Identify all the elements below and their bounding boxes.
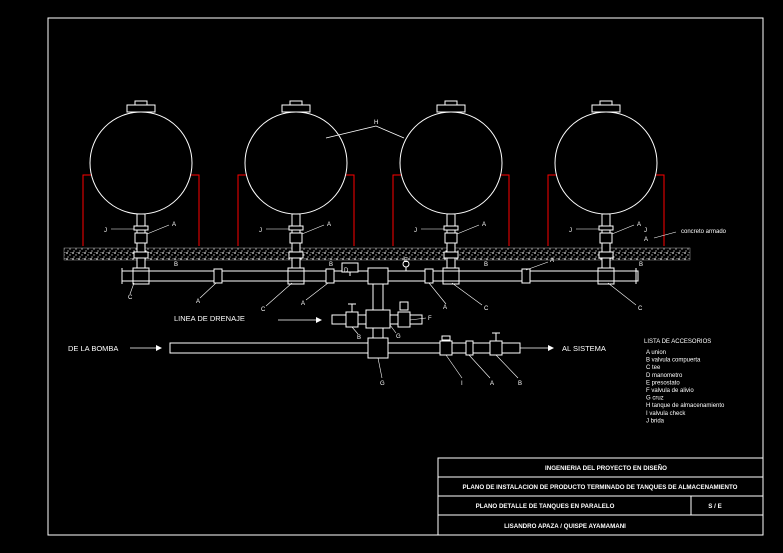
union-label: A: [550, 258, 554, 264]
from-pump-label: DE LA BOMBA: [68, 344, 118, 353]
drain-valve-left: [345, 303, 359, 328]
tank-top-flange: [436, 104, 466, 113]
tank-group-label: H: [374, 120, 378, 126]
supply-gate-valve: [489, 332, 503, 356]
drain-valve-right: [397, 301, 411, 328]
tank-valve: [289, 232, 303, 244]
tee-label: C: [484, 306, 489, 312]
flange-label: J: [644, 228, 647, 234]
flange: [443, 225, 459, 231]
pressure-switch-label: E: [404, 258, 408, 264]
concrete-label: concreto armado: [681, 229, 727, 235]
flange: [288, 225, 304, 231]
tank-body: [89, 111, 193, 215]
header-tee: [132, 267, 150, 285]
tank-top-flange: [591, 104, 621, 113]
to-system-label: AL SISTEMA: [562, 344, 606, 353]
tank-group-leader: [325, 125, 405, 139]
drain-label: LINEA DE DRENAJE: [174, 314, 245, 323]
supply-union: [465, 340, 474, 356]
legend-item: A union: [646, 350, 666, 356]
drain-line: [331, 309, 423, 329]
tank-top-flange: [281, 104, 311, 113]
tank-valve: [599, 232, 613, 244]
title-block: [437, 457, 764, 536]
fitting-leaders: [129, 261, 637, 379]
valve-label: A: [327, 222, 331, 228]
flange-label: J: [104, 228, 107, 234]
storage-tank: J A B: [237, 100, 355, 285]
valve-label: A: [644, 237, 648, 243]
tank-body: [244, 111, 348, 215]
valve-label: A: [637, 222, 641, 228]
header-tee: [442, 267, 460, 285]
tank-union: [443, 251, 459, 259]
manometer-label: D: [344, 268, 349, 274]
legend: LISTA DE ACCESORIOS A union B valvula com…: [644, 339, 725, 424]
concrete-slab: [63, 247, 691, 261]
header-tee: [287, 267, 305, 285]
tank-union: [133, 251, 149, 259]
tank-union: [598, 251, 614, 259]
legend-item: D manometro: [646, 373, 683, 379]
legend-item: B valvula compuerta: [646, 358, 701, 364]
drawing-frame: [47, 17, 764, 536]
legend-item: E presostato: [646, 380, 680, 386]
tank-body: [399, 111, 503, 215]
cross-label: G: [380, 381, 385, 387]
union-label: A: [301, 301, 305, 307]
header-tee: [597, 267, 615, 285]
tee-label: C: [638, 306, 643, 312]
union-label: A: [443, 305, 447, 311]
title-line-3: PLANO DETALLE DE TANQUES EN PARALELO: [476, 503, 615, 510]
tank-body: [554, 111, 658, 215]
tee-label: C: [261, 307, 266, 313]
legend-item: G cruz: [646, 396, 664, 402]
flange-label: J: [569, 228, 572, 234]
legend-title: LISTA DE ACCESORIOS: [644, 339, 711, 345]
gate-valve-label: B: [357, 335, 361, 341]
union-label: B: [174, 262, 178, 268]
union-label: B: [329, 262, 333, 268]
union-label: A: [196, 299, 200, 305]
scale-label: S / E: [708, 503, 721, 510]
check-valve: [439, 335, 453, 356]
header-unions: [213, 268, 531, 284]
tank-top-flange: [126, 104, 156, 113]
union-label: B: [639, 262, 643, 268]
flange: [133, 225, 149, 231]
check-valve-label: I: [461, 381, 463, 387]
title-line-4: LISANDRO APAZA / QUISPE AYAMAMANI: [504, 523, 626, 530]
legend-item: F valvula de alivio: [646, 388, 694, 394]
flange: [598, 225, 614, 231]
legend-item: I valvula check: [646, 411, 686, 417]
union-label: B: [484, 262, 488, 268]
relief-valve-label: F: [428, 316, 432, 322]
legend-item: J brida: [646, 418, 665, 424]
storage-tank: J A B: [392, 100, 510, 285]
tee-label: C: [128, 295, 133, 301]
tank-valve: [444, 232, 458, 244]
legend-item: H tanque de almacenamiento: [646, 403, 725, 409]
flange-label: J: [414, 228, 417, 234]
valve-label: A: [172, 222, 176, 228]
union-label: A: [490, 381, 494, 387]
title-line-2: PLANO DE INSTALACION DE PRODUCTO TERMINA…: [462, 484, 737, 491]
cross-label: G: [396, 334, 401, 340]
legend-item: C tee: [646, 365, 661, 371]
storage-tank: J A B: [82, 100, 200, 285]
title-line-1: INGENIERIA DEL PROYECTO EN DISEÑO: [545, 465, 667, 472]
central-tee: [341, 260, 410, 285]
tank-union: [288, 251, 304, 259]
flange-label: J: [259, 228, 262, 234]
valve-label: A: [482, 222, 486, 228]
tank-valve: [134, 232, 148, 244]
gate-valve-label: B: [518, 381, 522, 387]
